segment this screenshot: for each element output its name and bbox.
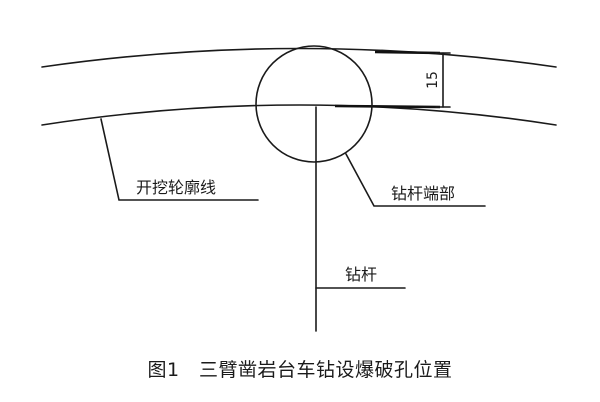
contour-label: 开挖轮廓线 <box>136 178 216 197</box>
rod-end-leader <box>345 153 486 207</box>
dimension-label: 15 <box>425 71 441 89</box>
rod-end-circle <box>255 45 373 163</box>
lower-contour-arc <box>41 104 557 126</box>
rod-label: 钻杆 <box>345 265 377 284</box>
upper-contour-arc <box>41 47 557 68</box>
lower-bold-segment <box>334 104 441 109</box>
dimension-15: 15 <box>425 52 451 108</box>
upper-bold-segment <box>374 50 441 55</box>
figure-caption: 图1 三臂凿岩台车钻设爆破孔位置 <box>147 359 452 381</box>
contour-leader <box>100 118 259 201</box>
rod-end-label: 钻杆端部 <box>391 184 455 203</box>
